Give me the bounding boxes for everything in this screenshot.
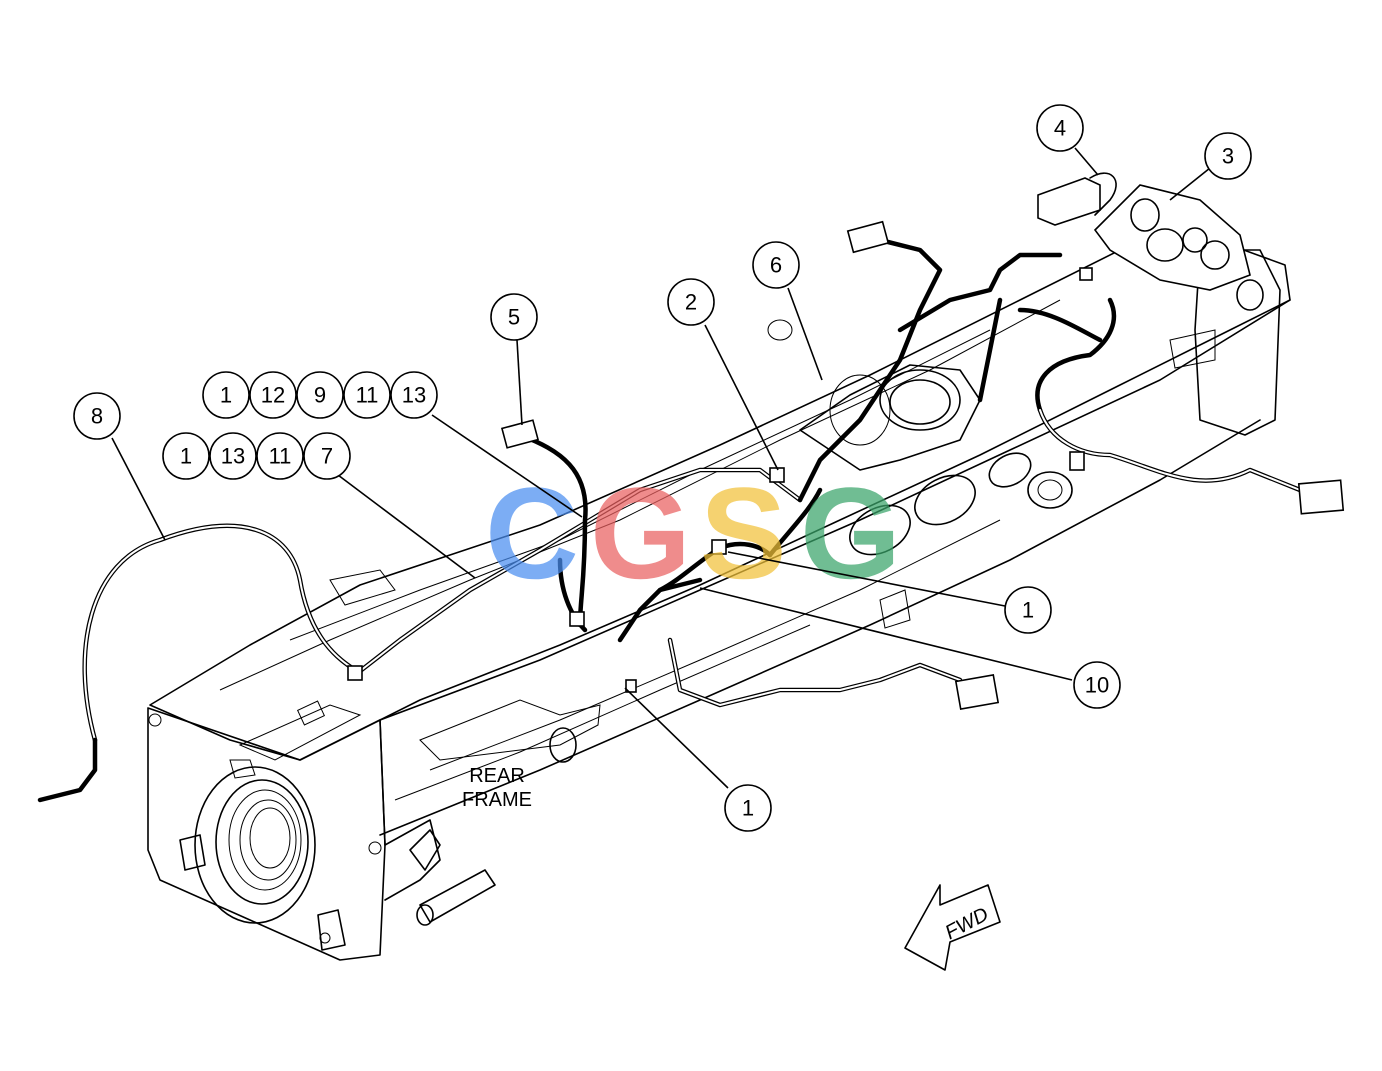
harness-right-loop (1035, 297, 1117, 413)
forward-direction-arrow: FWD (904, 884, 1001, 971)
svg-text:1: 1 (742, 796, 754, 821)
callout-row-b-1: 1 (162, 432, 210, 480)
leader-lines (111, 147, 1211, 789)
callout-10: 10 (1073, 661, 1121, 709)
svg-text:5: 5 (508, 305, 520, 330)
svg-text:13: 13 (402, 383, 426, 408)
rear-frame (147, 244, 1291, 961)
watermark-letter-4: G (800, 460, 901, 606)
connector-item5 (500, 419, 540, 449)
item-4-relay (1037, 177, 1101, 226)
svg-text:4: 4 (1054, 116, 1066, 141)
callout-6: 6 (752, 241, 800, 289)
harness-upper (797, 237, 943, 503)
rear-frame-label-line2: FRAME (462, 789, 532, 811)
svg-text:6: 6 (770, 253, 782, 278)
svg-text:9: 9 (314, 383, 326, 408)
svg-text:13: 13 (221, 444, 245, 469)
watermark-letter-3: S (700, 460, 787, 606)
callout-1-bottom: 1 (724, 784, 772, 832)
callout-row-a-5: 13 (390, 371, 438, 419)
callout-row-b-2: 13 (209, 432, 257, 480)
svg-text:1: 1 (220, 383, 232, 408)
svg-text:1: 1 (180, 444, 192, 469)
callout-5: 5 (490, 293, 538, 341)
svg-text:2: 2 (685, 290, 697, 315)
item-3-valve (1093, 184, 1251, 291)
watermark-logo: C G S G (485, 460, 901, 606)
wire-harnesses (37, 172, 1345, 803)
svg-text:8: 8 (91, 404, 103, 429)
callout-row-b-3: 11 (256, 432, 304, 480)
connector-lower (954, 673, 1000, 711)
callout-row-a-3: 9 (296, 371, 344, 419)
rear-frame-label-line1: REAR (469, 765, 525, 787)
callout-row-b-4: 7 (303, 432, 351, 480)
fwd-label: FWD (942, 903, 993, 944)
connector-top (846, 220, 890, 254)
callout-row-a-4: 11 (343, 371, 391, 419)
svg-text:12: 12 (261, 383, 285, 408)
callout-row-a-1: 1 (202, 371, 250, 419)
svg-text:11: 11 (356, 383, 379, 408)
callout-row-a-2: 12 (249, 371, 297, 419)
svg-text:11: 11 (269, 444, 292, 469)
callout-8: 8 (73, 392, 121, 440)
callout-balloons: 4 3 6 2 5 8 1 12 9 11 13 1 13 11 7 1 10 … (73, 104, 1252, 832)
connector-right (1297, 479, 1345, 515)
svg-text:1: 1 (1022, 598, 1034, 623)
callout-4: 4 (1036, 104, 1084, 152)
watermark-letter-1: C (485, 460, 579, 606)
watermark-letter-2: G (590, 460, 691, 606)
svg-text:7: 7 (321, 444, 333, 469)
callout-3: 3 (1204, 132, 1252, 180)
svg-text:3: 3 (1222, 144, 1234, 169)
callout-2: 2 (667, 278, 715, 326)
callout-1-right: 1 (1004, 586, 1052, 634)
svg-text:10: 10 (1085, 673, 1109, 698)
